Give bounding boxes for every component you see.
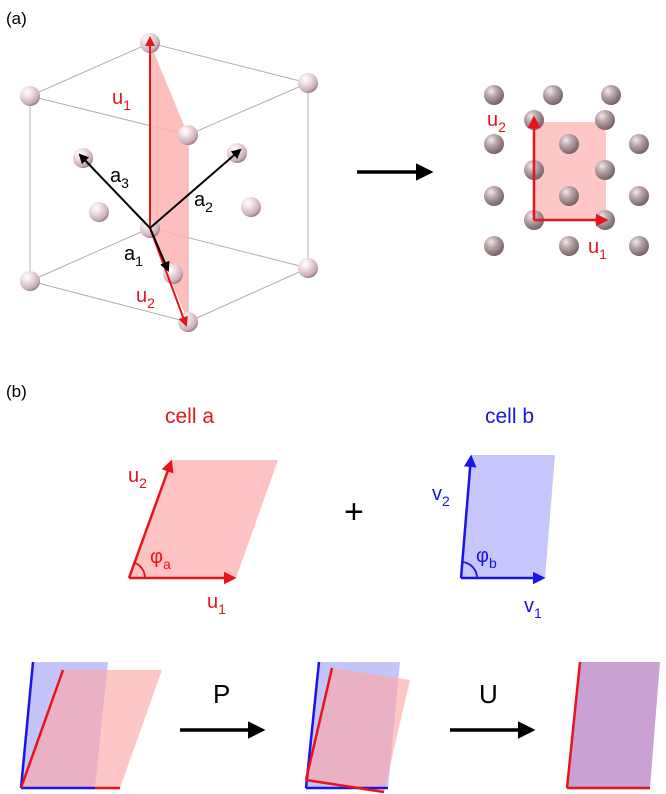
atom — [559, 186, 579, 206]
atom — [595, 160, 615, 180]
atom — [629, 134, 649, 154]
atom — [629, 186, 649, 206]
step-label-p: P — [213, 679, 230, 709]
label-u2: u2 — [136, 285, 155, 311]
cell-b-label-v2: v2 — [432, 483, 450, 509]
atom — [298, 258, 318, 278]
atom — [178, 125, 198, 145]
overlay-initial — [19, 661, 162, 790]
cell-b-label-v1: v1 — [524, 595, 542, 621]
panel-a-label: (a) — [6, 9, 27, 28]
atom — [559, 236, 579, 256]
cell-a-label-u1: u1 — [207, 591, 226, 617]
atom — [484, 186, 504, 206]
atom — [20, 271, 40, 291]
cell-a-angle-label: φa — [150, 546, 171, 572]
atom — [178, 312, 198, 332]
cell-a-parallelogram — [129, 460, 278, 578]
projected-label-u1: u1 — [588, 236, 607, 262]
cell-b-title: cell b — [485, 405, 534, 428]
cube-vectors — [78, 36, 242, 327]
atom — [298, 73, 318, 93]
atom — [241, 197, 261, 217]
projected-lattice — [484, 85, 649, 256]
atom — [89, 202, 109, 222]
atom — [484, 85, 504, 105]
cell-a-angle-arc — [134, 562, 146, 579]
label-a2: a2 — [194, 189, 213, 215]
cell-b-angle-arc — [461, 561, 478, 579]
overlay-after-u — [565, 661, 660, 790]
plus-sign: + — [344, 493, 364, 531]
cell-b-v2-arrow — [459, 454, 477, 579]
cell-a-label-u2: u2 — [128, 465, 147, 491]
atom — [559, 134, 579, 154]
label-a3: a3 — [110, 165, 129, 191]
cell-b-angle-label: φb — [476, 545, 497, 571]
atom — [543, 85, 563, 105]
atom — [484, 134, 504, 154]
diagonal-plane — [150, 43, 188, 322]
atom — [601, 85, 621, 105]
atom — [20, 86, 40, 106]
atom — [595, 110, 615, 130]
vector-a2-arrow — [149, 148, 242, 229]
cell-b-parallelogram — [461, 455, 555, 578]
panel-b-label: (b) — [6, 382, 27, 401]
overlay-after-p — [304, 661, 410, 794]
atom — [484, 236, 504, 256]
vector-a1-arrow — [149, 227, 170, 272]
atom — [629, 236, 649, 256]
label-a1: a1 — [124, 243, 143, 269]
cell-a-title: cell a — [165, 405, 214, 428]
vector-a3-arrow — [78, 153, 151, 229]
label-u1: u1 — [112, 87, 131, 113]
step-label-u: U — [479, 679, 498, 709]
cell-a-u2-arrow — [127, 459, 174, 579]
projected-label-u2: u2 — [487, 109, 506, 135]
